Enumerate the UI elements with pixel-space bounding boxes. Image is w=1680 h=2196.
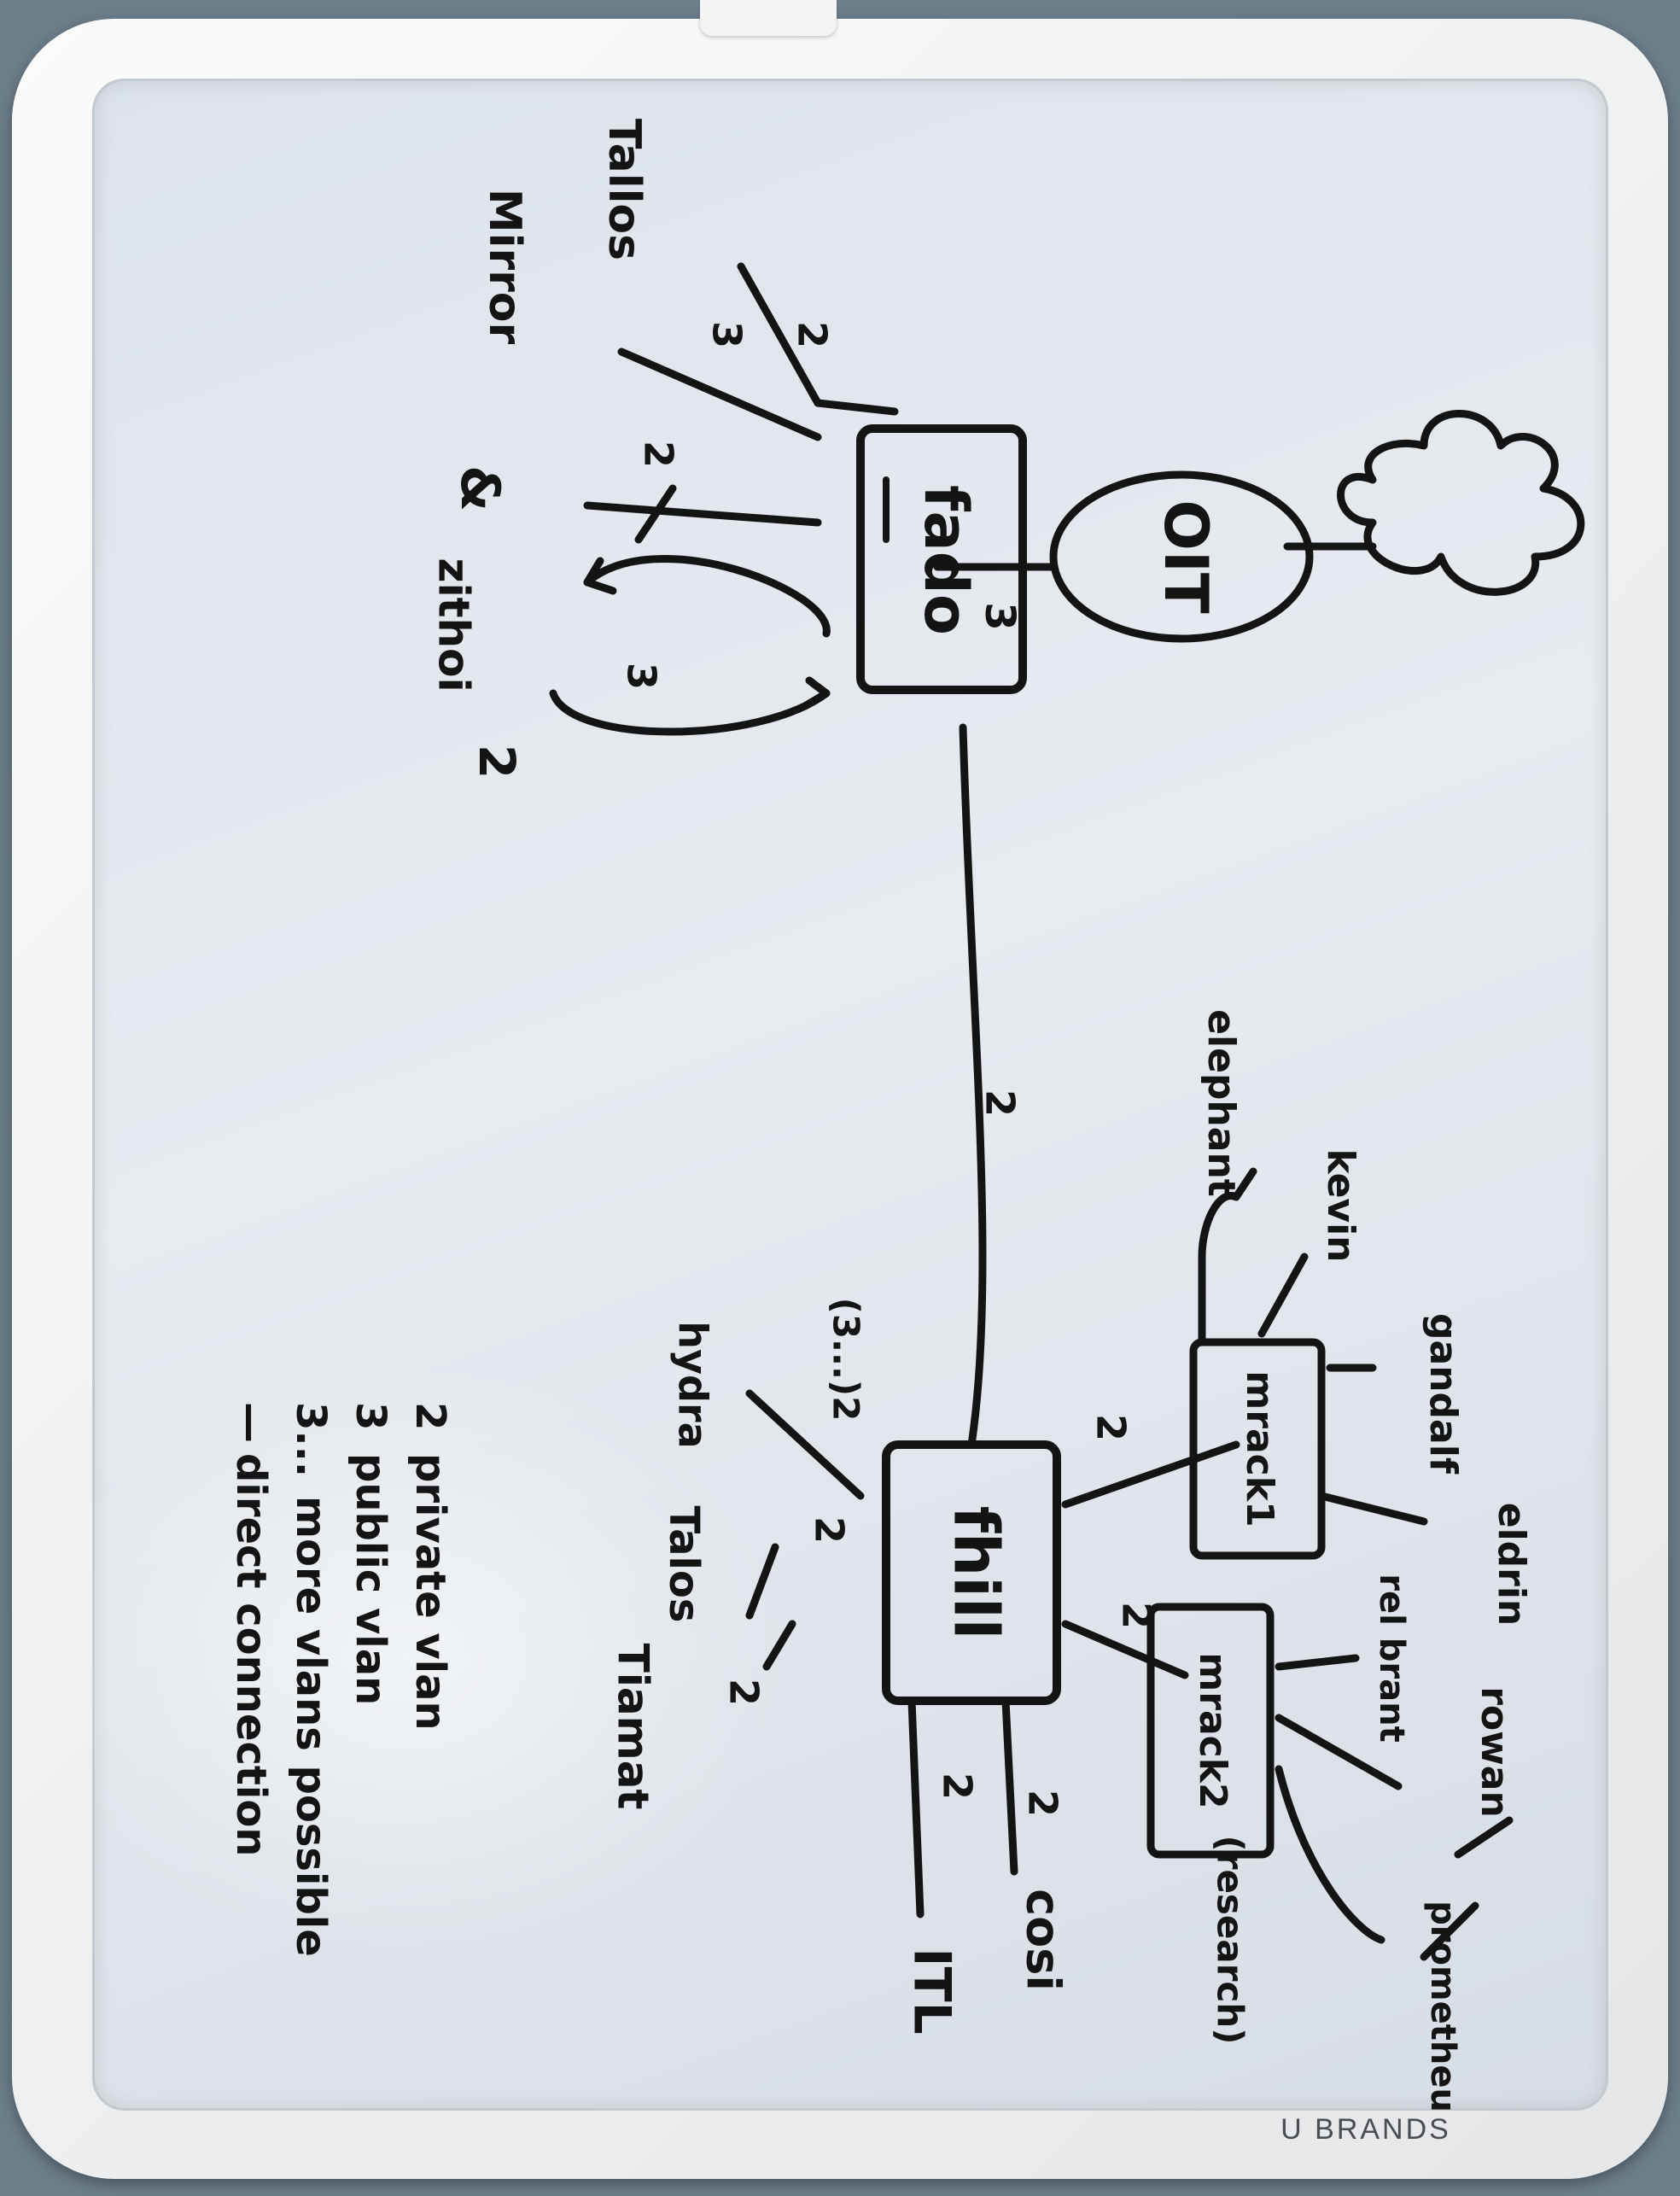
label-fado-mirror: 3 [704, 321, 750, 348]
cloud-node [1337, 410, 1585, 596]
mrack1-node: mrack1 [1189, 1338, 1326, 1560]
zithoi-label: zithoi [429, 558, 479, 692]
label-fado-fhill: 2 [977, 1089, 1024, 1117]
link-fado-amp [583, 501, 822, 527]
link-fhill-mrack1 [1061, 1440, 1240, 1509]
label-fhill-mrack1: 2 [1088, 1414, 1135, 1441]
label-fhill-itl: 2 [935, 1773, 981, 1800]
label-fado-amp: 2 [636, 441, 682, 468]
link-fhill-mrack2 [1061, 1620, 1189, 1679]
link-fhill-tiamat [762, 1620, 796, 1671]
mrack2-node: mrack2 [1146, 1603, 1275, 1859]
link-fado-zithoi-a [583, 555, 831, 638]
link-mrack2-rowan [1275, 1714, 1403, 1790]
whiteboard-surface: OIT 3 fado 2 Tallos 3 Mirror 2 & 3 2 zit… [92, 79, 1608, 2111]
cosi-label: cosi [1016, 1889, 1070, 1991]
legend-text-3: more vlans possible [287, 1496, 335, 1957]
brand-logo: U BRANDS [1280, 2112, 1451, 2146]
label-fhill-tiamat: 2 [721, 1679, 767, 1706]
label-fado-zithoi-b: 2 [468, 745, 526, 779]
fhill-node: fhill [882, 1440, 1061, 1705]
fado-node: fado [856, 424, 1027, 694]
label-fhill-cosi: 2 [1020, 1790, 1066, 1817]
label-fhill-hydra: (3...)2 [825, 1298, 867, 1422]
label-fado-tallos: 2 [790, 321, 836, 348]
link-mrack1-kevin [1257, 1253, 1309, 1338]
fhill-label: fhill [940, 1506, 1012, 1640]
link-mrack2-prometheus [1275, 1765, 1385, 1944]
link-fado-mirror [617, 348, 822, 441]
hanging-clip [700, 0, 837, 36]
link-mrack1-eldrin [1317, 1492, 1428, 1526]
fado-label: fado [911, 485, 981, 635]
eldrin-label: eldrin [1490, 1503, 1533, 1627]
mrack2-label: mrack2 [1191, 1652, 1234, 1808]
link-fhill-hydra [745, 1389, 865, 1500]
itl-label: ITL [901, 1948, 961, 2034]
legend: 2 private vlan 3 public vlan 3... more v… [227, 1402, 454, 1957]
mirror-label: Mirror [479, 189, 530, 345]
label-fado-zithoi-a: 3 [619, 663, 665, 690]
legend-key-2: 3 [347, 1402, 394, 1430]
oit-node: OIT [1049, 470, 1314, 643]
link-mrack1-elephant [1198, 1192, 1240, 1346]
tallos-label: Tallos [598, 119, 650, 260]
elephant-label: elephant [1199, 1009, 1243, 1197]
oit-label: OIT [1151, 499, 1221, 614]
legend-key-3: 3... [287, 1402, 335, 1477]
prometheus-label: prometheus [1423, 1901, 1462, 2111]
label-fhill-talos: 2 [807, 1516, 853, 1544]
talos-label: Talos [660, 1506, 708, 1623]
kevin-label: kevin [1319, 1148, 1362, 1262]
amp-label: & [449, 465, 511, 511]
legend-text-2: public vlan [347, 1453, 394, 1705]
label-oit-fado: 3 [976, 602, 1024, 630]
legend-key-1: 2 [406, 1402, 454, 1430]
link-fado-zithoi-b [549, 689, 831, 736]
link-fado-tallos [814, 399, 899, 416]
link-fhill-itl [907, 1697, 925, 1919]
link-fhill-talos [745, 1543, 779, 1620]
gandalf-label: gandalf [1421, 1313, 1465, 1475]
link-mrack2-relbrant [1275, 1654, 1360, 1671]
legend-key-4: — [227, 1402, 275, 1443]
mrack1-label: mrack1 [1238, 1370, 1281, 1527]
tiamat-label: Tiamat [609, 1644, 658, 1810]
link-fhill-cosi [1001, 1697, 1018, 1876]
link-fado-fhill [959, 723, 987, 1449]
legend-text-4: direct connection [227, 1453, 275, 1856]
research-label: (research) [1210, 1836, 1251, 2045]
rowan-label: rowan [1473, 1686, 1516, 1818]
hydra-label: hydra [670, 1321, 716, 1448]
network-diagram: OIT 3 fado 2 Tallos 3 Mirror 2 & 3 2 zit… [227, 119, 1585, 2111]
relbrant-label: rel brant [1372, 1574, 1411, 1742]
legend-text-1: private vlan [406, 1453, 454, 1731]
